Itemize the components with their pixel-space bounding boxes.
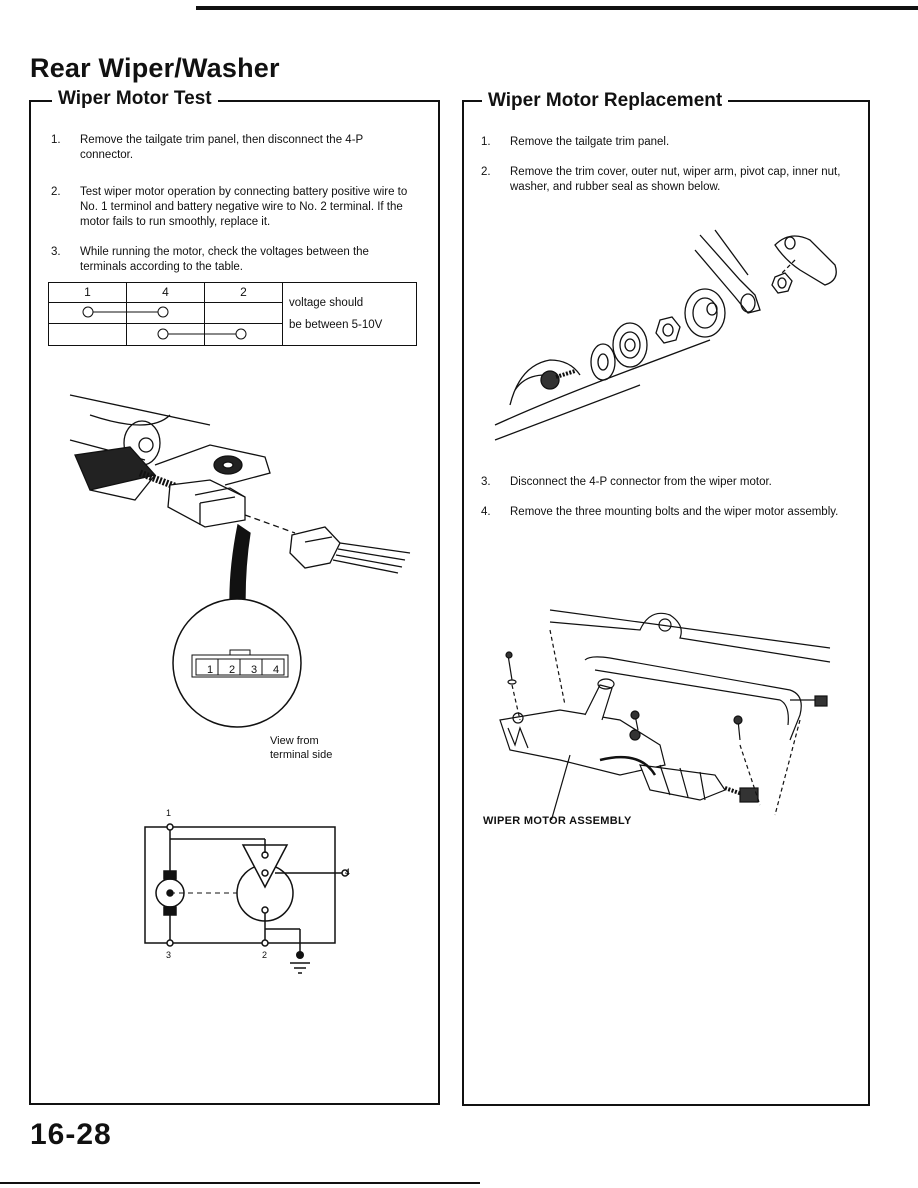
step-number: 2. — [481, 166, 491, 178]
right-step-4: 4. Remove the three mounting bolts and t… — [481, 505, 853, 539]
terminal-label: 2 — [228, 664, 236, 676]
left-panel-top-border — [29, 100, 440, 102]
terminal-label: 4 — [272, 664, 280, 676]
step-text: Test wiper motor operation by connecting… — [80, 186, 408, 228]
step-number: 2. — [51, 186, 61, 198]
wiper-motor-schematic — [144, 823, 349, 974]
step-number: 4. — [481, 506, 491, 518]
top-rule — [196, 6, 918, 10]
step-text: Remove the three mounting bolts and the … — [510, 506, 839, 518]
view-caption-line: View from — [270, 735, 319, 747]
connector-face-view — [172, 598, 302, 728]
view-caption-line: terminal side — [270, 749, 333, 761]
voltage-table: 1 4 2 voltage should be between 5-10V — [48, 282, 417, 346]
schematic-terminal-1-label: 1 — [166, 808, 172, 818]
assembly-caption: WIPER MOTOR ASSEMBLY — [483, 815, 632, 827]
right-step-1: 1. Remove the tailgate trim panel. — [481, 135, 853, 153]
wiper-motor-illustration — [69, 394, 411, 601]
continuity-symbols — [82, 306, 247, 340]
voltage-note-line: be between 5-10V — [289, 319, 383, 331]
step-text: Disconnect the 4-P connector from the wi… — [510, 476, 772, 488]
step-number: 3. — [51, 246, 61, 258]
wiper-motor-test-panel — [29, 101, 440, 1105]
left-step-1: 1. Remove the tailgate trim panel, then … — [51, 133, 421, 167]
exploded-parts-illustration — [494, 229, 837, 441]
voltage-note-line: voltage should — [289, 297, 364, 309]
step-number: 1. — [51, 134, 61, 146]
voltage-note-cell: voltage should be between 5-10V — [282, 282, 417, 346]
bottom-rule — [0, 1182, 480, 1184]
left-section-heading: Wiper Motor Test — [52, 88, 218, 110]
step-number: 1. — [481, 136, 491, 148]
wiper-motor-replacement-panel — [462, 101, 870, 1106]
step-text: Remove the tailgate trim panel, then dis… — [80, 134, 363, 161]
left-step-3: 3. While running the motor, check the vo… — [51, 245, 421, 279]
right-section-heading: Wiper Motor Replacement — [482, 90, 729, 112]
terminal-label: 1 — [206, 664, 214, 676]
schematic-terminal-3-label: 3 — [166, 950, 172, 960]
step-number: 3. — [481, 476, 491, 488]
terminal-label: 3 — [250, 664, 258, 676]
motor-assembly-illustration — [499, 609, 831, 820]
left-step-2: 2. Test wiper motor operation by connect… — [51, 185, 421, 235]
page-number: 16-28 — [30, 1118, 112, 1151]
schematic-terminal-4-label: 4 — [345, 867, 351, 877]
step-text: Remove the tailgate trim panel. — [510, 136, 670, 148]
right-step-2: 2. Remove the trim cover, outer nut, wip… — [481, 165, 853, 199]
step-text: Remove the trim cover, outer nut, wiper … — [510, 166, 841, 193]
schematic-terminal-2-label: 2 — [262, 950, 268, 960]
step-text: While running the motor, check the volta… — [80, 246, 369, 273]
right-step-3: 3. Disconnect the 4-P connector from the… — [481, 475, 853, 493]
page-title: Rear Wiper/Washer — [30, 53, 280, 83]
